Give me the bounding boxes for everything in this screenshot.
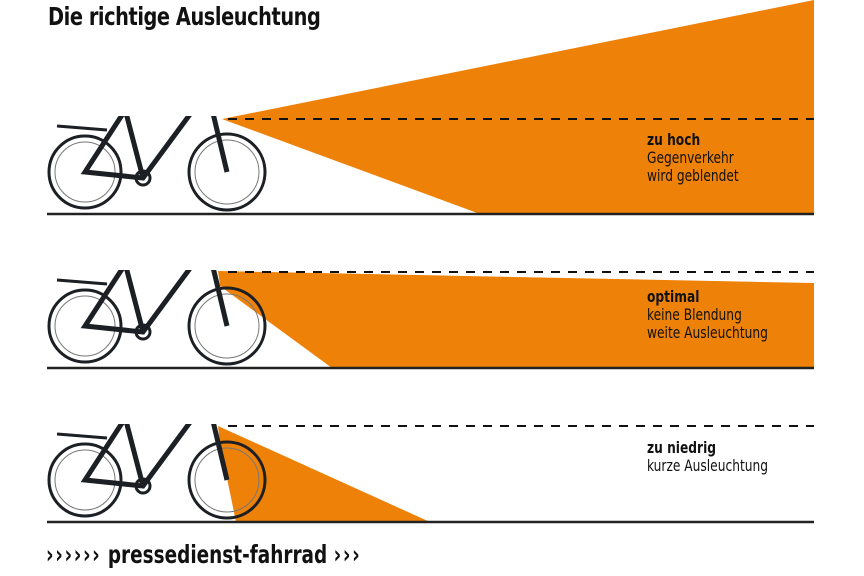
label-heading: zu hoch <box>647 130 701 149</box>
label-line: Gegenverkehr <box>647 148 734 167</box>
label-line: keine Blendung <box>647 305 742 324</box>
label-heading: zu niedrig <box>647 438 717 457</box>
light-beam-too-low <box>218 426 430 522</box>
page-title: Die richtige Ausleuchtung <box>48 2 321 31</box>
bicycle-image <box>49 72 265 210</box>
label-line: kurze Ausleuchtung <box>647 456 769 475</box>
label-optimal: optimal keine Blendung weite Ausleuchtun… <box>647 288 768 342</box>
brand-name: pressedienst-fahrrad <box>107 540 328 569</box>
chevrons-icon: ››› <box>333 540 362 569</box>
footer-brand: ›››››› pressedienst-fahrrad ››› <box>46 540 361 569</box>
label-heading: optimal <box>647 287 700 306</box>
label-line: wird geblendet <box>647 166 739 185</box>
chevrons-icon: ›››››› <box>46 540 102 569</box>
bicycle-image <box>49 226 265 364</box>
label-too-low: zu niedrig kurze Ausleuchtung <box>647 439 768 475</box>
light-beam-optimal <box>218 271 814 368</box>
light-beam-too-high <box>222 0 814 214</box>
label-too-high: zu hoch Gegenverkehr wird geblendet <box>647 131 739 185</box>
label-line: weite Ausleuchtung <box>647 323 768 342</box>
